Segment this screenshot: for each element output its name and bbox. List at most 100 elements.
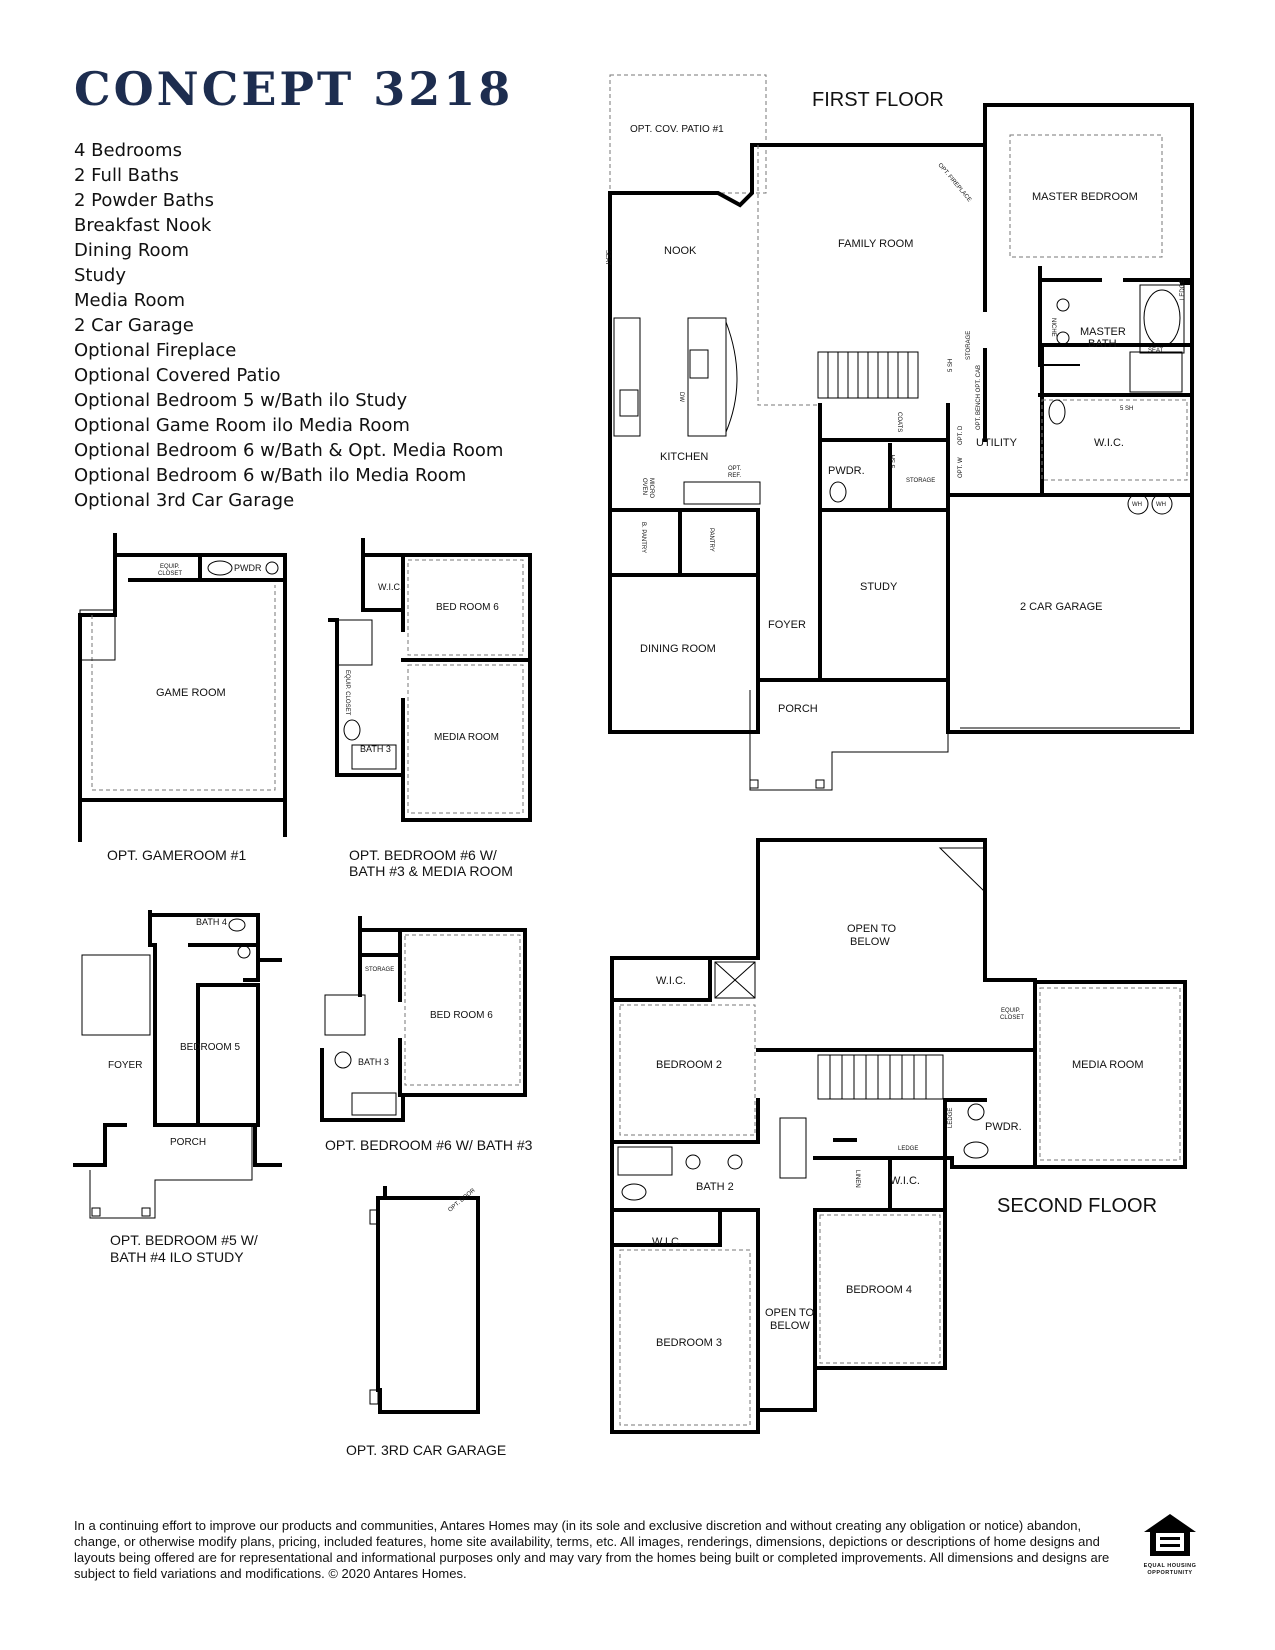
game-room-outline [91,585,276,791]
tray-ceiling-outline [819,1214,941,1364]
micro-oven-label: MICRO [648,478,654,498]
bathtub [1143,289,1181,347]
sink [689,349,709,379]
feature-item: 2 Car Garage [74,315,194,336]
toilet [621,1183,647,1201]
water-heater [1127,493,1149,515]
wic-label: W.I.C. [1094,437,1124,449]
ledge-label: LEDGE [1180,280,1186,300]
family-room-label: FAMILY ROOM [838,238,913,250]
dw-label: DW [678,392,684,402]
feature-item: Optional 3rd Car Garage [74,490,295,511]
open-below-label: BELOW [850,936,890,948]
stairs [324,994,366,1036]
porch-column [749,779,759,789]
shelf-label: 5 SH [891,455,897,468]
exterior-wall [148,913,260,982]
toilet [829,481,847,503]
sink [265,561,279,575]
equip-closet-label: EQUIP. [1001,1008,1021,1014]
tray-ceiling-outline [619,1004,756,1136]
wic-label: W.I.C. [890,1175,920,1187]
cooktop [619,389,639,417]
porch-outline [749,690,949,791]
second-floor-heading: SECOND FLOOR [997,1195,1157,1217]
wic-outline [1041,399,1188,481]
feature-item: Media Room [74,290,186,311]
opt-bed5-caption: BATH #4 ILO STUDY [110,1249,244,1265]
pwdr-label: PWDR. [828,465,865,477]
bedroom-3-label: BEDROOM 3 [656,1337,722,1349]
opt-bed6-media-plan: W.I.C. BED ROOM 6 EQUIP. CLOSET BATH 3 M… [328,538,532,879]
media-room-label: MEDIA ROOM [434,732,499,743]
equip-closet-label: EQUIP. CLOSET [344,670,350,716]
porch-column [91,1207,101,1217]
bath-3-label: BATH 3 [360,744,391,754]
opt-gameroom-plan: EQUIP. CLOSET PWDR GAME ROOM OPT. GAMERO… [78,533,287,863]
eho-text: OPPORTUNITY [1147,1570,1193,1576]
bathtub [351,744,397,770]
opt-patio-label: OPT. COV. PATIO #1 [630,124,724,135]
toilet [207,560,233,576]
skylight [779,1117,807,1179]
opt-ref-label: OPT. [728,466,742,472]
exterior-wall [113,553,287,837]
foyer-label: FOYER [108,1060,142,1071]
chase [714,961,756,999]
porch-outline [89,1125,253,1219]
feature-item: Optional Bedroom 5 w/Bath ilo Study [74,390,408,411]
bedroom-6-label: BED ROOM 6 [430,1010,493,1021]
first-floor-heading: FIRST FLOOR [812,89,944,111]
niche-label: NICHE [1050,318,1056,337]
seat-label: SEAT [1148,348,1164,354]
tray-ceiling-outline [407,664,524,814]
storage-label: STORAGE [365,967,394,973]
pwdr-label: PWDR [234,563,262,573]
opt-cab-label: OPT. BENCH OPT. CAB [976,365,982,430]
interior-wall [148,910,260,1127]
tray-ceiling-outline [619,1249,751,1426]
kitchen-counter [613,317,641,437]
nook-label: NOOK [664,245,697,257]
exterior-wall [320,916,527,1122]
dining-room-label: DINING ROOM [640,643,716,655]
opt-bed6-caption: OPT. BEDROOM #6 W/ BATH #3 [325,1137,533,1153]
tray-ceiling-outline [407,559,524,656]
opt-3rd-garage-caption: OPT. 3RD CAR GARAGE [346,1442,506,1458]
exterior-wall [608,191,760,734]
legal-disclaimer: In a continuing effort to improve our pr… [74,1518,1110,1581]
opt-bed5-plan: BATH 4 BEDROOM 5 FOYER PORCH OPT. BEDROO… [73,910,282,1265]
opt-door-label: OPT. DOOR [447,1187,477,1213]
storage-label: STORAGE [906,478,935,484]
shelf-label: 5 SH [948,359,954,372]
stairs [79,609,116,661]
feature-item: Study [74,265,126,286]
b-pantry-label: B. PANTRY [640,522,646,553]
master-bath-label: MASTER [1080,326,1126,338]
open-below-label: OPEN TO [847,923,897,935]
wic-label: W.I.C. [378,582,403,592]
storage-label: STORAGE [966,331,972,360]
wic-label: W.I.C. [652,1236,682,1248]
tray-ceiling-outline [404,934,521,1086]
tray-ceiling-outline [1039,987,1181,1161]
porch-label: PORCH [778,703,818,715]
kitchen-counter [683,481,761,505]
toilet [343,719,361,741]
toilet [963,1141,989,1159]
media-room-label: MEDIA ROOM [1072,1059,1144,1071]
wic-label: W.I.C. [656,975,686,987]
eho-text: EQUAL HOUSING [1143,1563,1197,1569]
exterior-wall [78,533,117,842]
stairs [817,351,919,399]
feature-list: 4 Bedrooms 2 Full Baths 2 Powder Baths B… [74,138,503,513]
master-bath-label: BATH [1088,338,1117,350]
feature-item: Breakfast Nook [74,215,212,236]
shelf-label: 5 SH [1120,406,1133,412]
opt-3rd-garage-plan: OPT. DOOR OPT. 3RD CAR GARAGE [346,1186,506,1458]
ledge-label: LEDGE [948,1108,954,1128]
bedroom-6-label: BED ROOM 6 [436,602,499,613]
garage-wall-detail [369,1389,379,1405]
bath-4-label: BATH 4 [196,917,227,927]
